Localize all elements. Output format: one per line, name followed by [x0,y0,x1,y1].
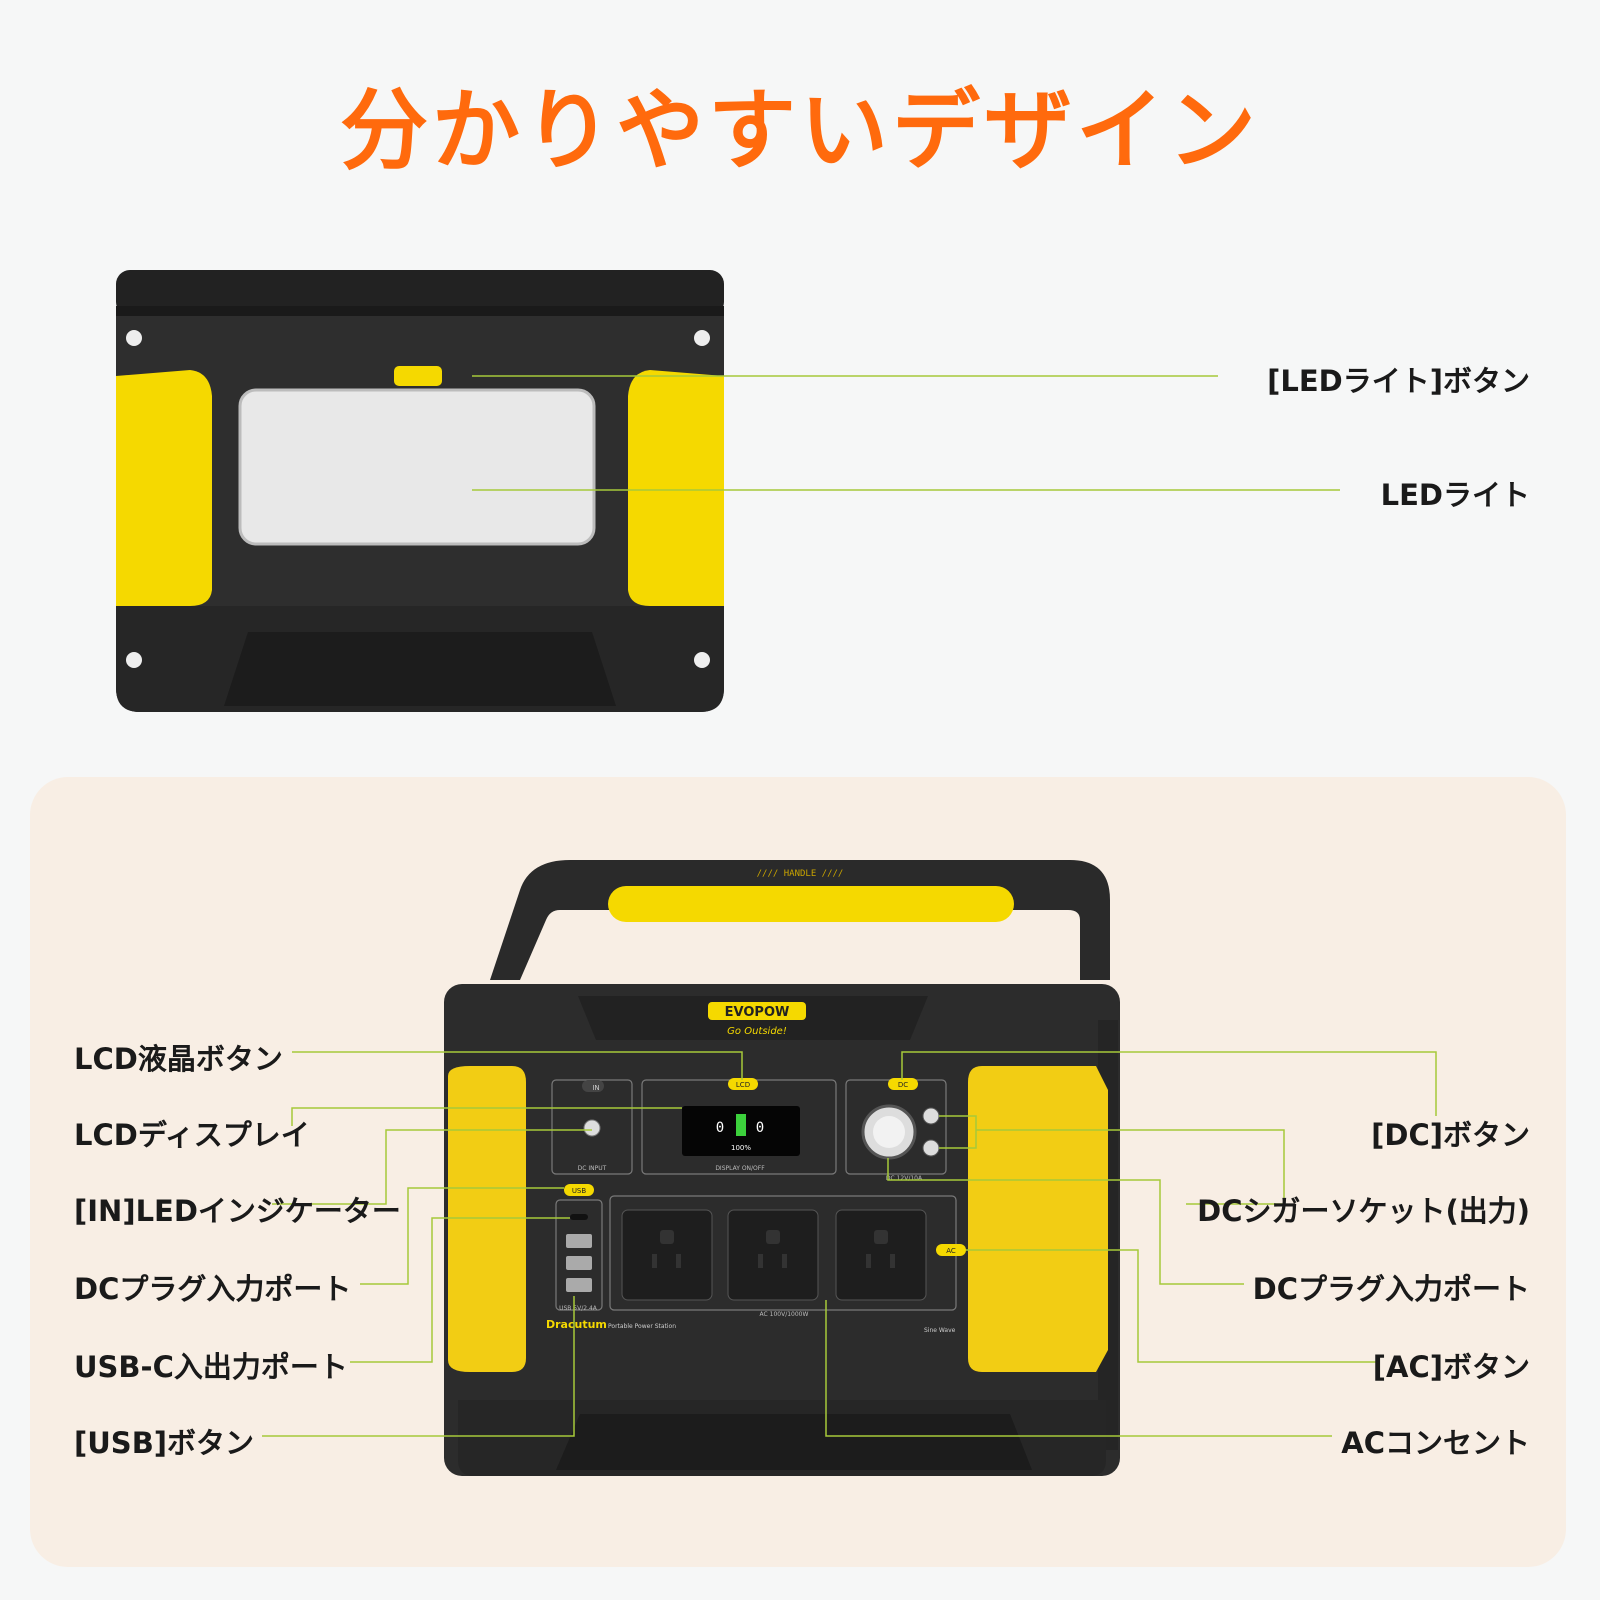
tagline: Go Outside! [727,1026,787,1037]
svg-text:AC 100V/1000W: AC 100V/1000W [760,1311,809,1318]
ac-outlet [727,1209,819,1301]
brand-logo: EVOPOW [725,1005,790,1020]
svg-text:USB 5V/2.4A: USB 5V/2.4A [559,1305,598,1312]
label-dc-button: [DC]ボタン [1371,1118,1530,1152]
svg-text:IN: IN [592,1084,599,1092]
ac-outlet [621,1209,713,1301]
label-lcd-button: LCD液晶ボタン [74,1042,283,1076]
svg-text:DC INPUT: DC INPUT [578,1165,607,1172]
label-led-light: LEDライト [1380,478,1530,512]
lcd-button [728,1078,758,1090]
label-ac-outlet: ACコンセント [1341,1426,1530,1460]
svg-text:AC: AC [946,1247,956,1255]
svg-text:DC 12V/10A: DC 12V/10A [886,1175,923,1182]
page-title: 分かりやすいデザイン [339,79,1260,182]
svg-text:DC: DC [898,1081,908,1089]
svg-text:DISPLAY ON/OFF: DISPLAY ON/OFF [715,1165,765,1172]
ac-button [936,1244,966,1256]
svg-text:0: 0 [716,1120,724,1136]
label-dc-plug-input-right: DCプラグ入力ポート [1252,1272,1530,1306]
label-lcd-display: LCDディスプレイ [74,1118,310,1152]
top-device [116,270,1340,712]
label-dc-cigarette-socket: DCシガーソケット(出力) [1197,1194,1530,1228]
label-dc-plug-input-left: DCプラグ入力ポート [74,1272,352,1306]
led-button [394,366,442,386]
dc-button [888,1078,918,1090]
svg-text:Sine Wave: Sine Wave [924,1327,956,1334]
svg-text:LCD: LCD [736,1081,750,1089]
label-usb-c-port: USB-C入出力ポート [74,1350,348,1384]
led-light-panel [238,388,596,546]
svg-text:USB: USB [572,1187,587,1195]
svg-text:0: 0 [756,1120,764,1136]
label-usb-button: [USB]ボタン [74,1426,255,1460]
svg-text:100%: 100% [731,1144,751,1152]
label-led-button: [LEDライト]ボタン [1267,364,1530,398]
ac-outlet [835,1209,927,1301]
handle-text: //// HANDLE //// [757,869,844,879]
label-ac-button: [AC]ボタン [1372,1350,1530,1384]
label-in-led-indicator: [IN]LEDインジケーター [74,1194,401,1228]
svg-text:Dracutum: Dracutum [546,1318,607,1331]
svg-text:Portable Power Station: Portable Power Station [608,1323,676,1330]
usb-button [564,1184,594,1196]
